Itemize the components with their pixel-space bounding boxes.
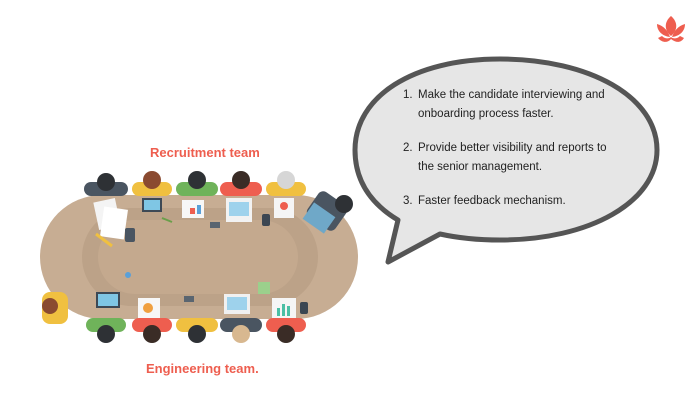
goal-number: 3. <box>403 195 413 207</box>
goal-number: 2. <box>403 142 413 154</box>
recruitment-team-label: Recruitment team <box>150 145 260 160</box>
goal-text: Provide better visibility and reports to… <box>418 142 607 173</box>
engineering-team-label: Engineering team. <box>146 361 259 376</box>
goal-item: 1. Make the candidate interviewing and o… <box>403 86 618 124</box>
goal-number: 1. <box>403 89 413 101</box>
table-items <box>93 198 308 320</box>
engineering-team-people <box>42 292 306 343</box>
goal-text: Faster feedback mechanism. <box>418 195 566 207</box>
speech-bubble <box>352 56 660 265</box>
recruitment-team-people <box>84 171 353 234</box>
lotus-logo-icon <box>657 16 685 42</box>
goal-text: Make the candidate interviewing and onbo… <box>418 89 605 120</box>
goals-list: 1. Make the candidate interviewing and o… <box>403 86 618 226</box>
goal-item: 2. Provide better visibility and reports… <box>403 139 618 177</box>
goal-item: 3. Faster feedback mechanism. <box>403 192 618 211</box>
